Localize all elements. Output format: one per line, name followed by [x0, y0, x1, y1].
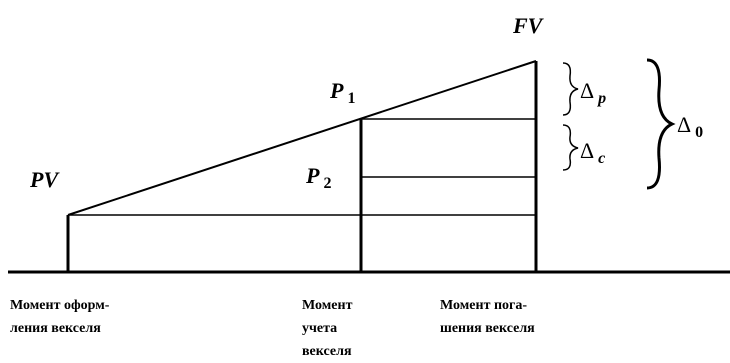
p2-label: P 2	[305, 163, 331, 192]
discount-caption-line-2: учета	[302, 321, 337, 336]
p1-label: P 1	[329, 78, 355, 107]
delta-0-brace	[646, 58, 676, 190]
value-growth-line	[67, 60, 537, 216]
discount-caption-line-3: векселя	[302, 344, 352, 359]
maturity-caption-line-2: шения векселя	[440, 321, 535, 336]
issue-caption-line-2: ления векселя	[10, 321, 101, 336]
maturity-caption-line-1: Момент пога-	[440, 298, 527, 313]
pv-label: PV	[29, 167, 60, 192]
delta-p-brace	[562, 62, 579, 116]
issue-caption-line-1: Момент оформ-	[10, 298, 110, 313]
delta-c-brace	[562, 124, 579, 171]
delta-p-label: Δ p	[580, 78, 606, 107]
delta-c-label: Δ c	[580, 138, 605, 167]
fv-label: FV	[512, 13, 545, 38]
delta-0-label: Δ 0	[677, 112, 703, 141]
discount-caption-line-1: Момент	[302, 298, 353, 313]
